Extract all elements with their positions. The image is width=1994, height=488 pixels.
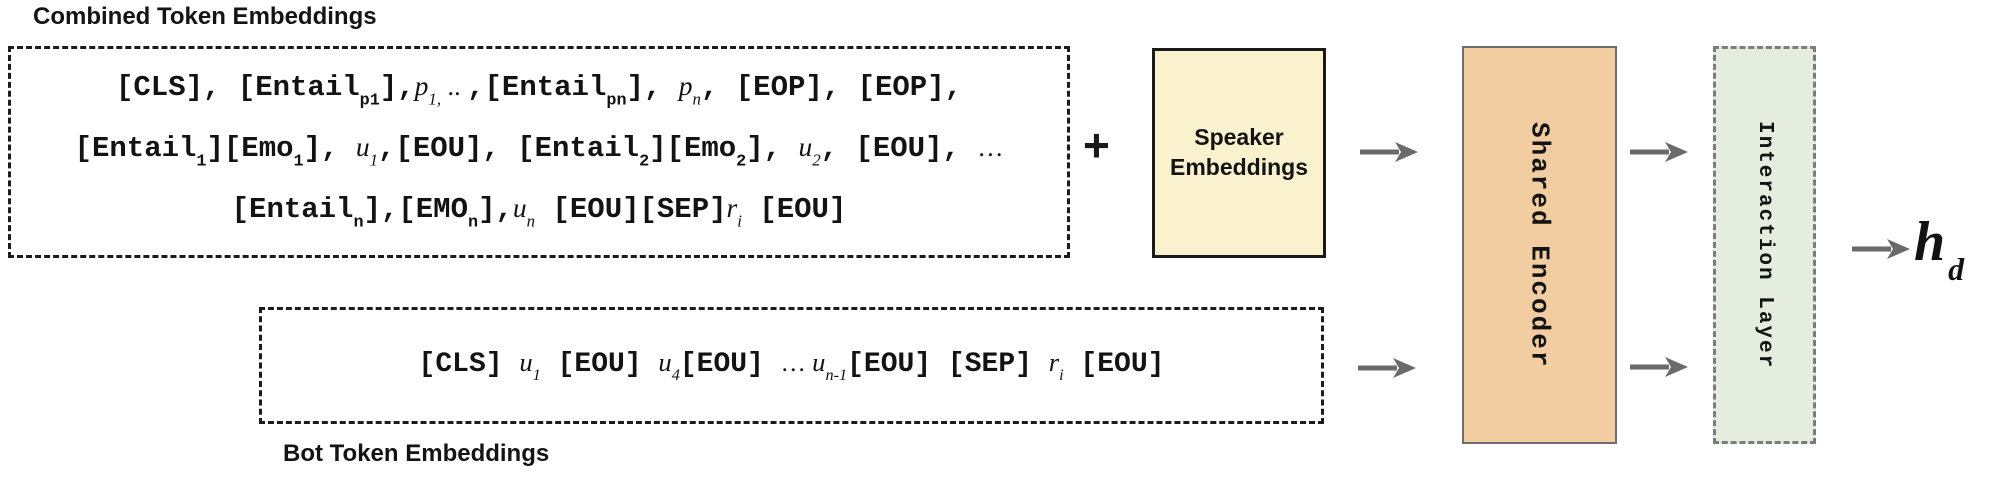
arrow-right-icon [1360, 139, 1418, 165]
output-subscript: d [1948, 251, 1965, 287]
arrow-right-icon [1630, 139, 1688, 165]
combined-token-embeddings-box: [CLS], [Entailp1],p1, .. ,[Entailpn], pn… [8, 46, 1070, 258]
shared-encoder-box: Shared Encoder [1462, 46, 1617, 444]
bot-token-embeddings-box: [CLS] u1 [EOU] u4[EOU] … un-1[EOU] [SEP]… [259, 307, 1324, 424]
combined-token-embeddings-label: Combined Token Embeddings [33, 3, 377, 30]
token-line-3: [Entailn],[EMOn],un [EOU][SEP]ri [EOU] [231, 191, 847, 233]
plus-sign: + [1083, 119, 1110, 171]
output-variable: h [1914, 211, 1946, 273]
arrow-right-icon [1630, 354, 1688, 380]
speaker-embeddings-box: Speaker Embeddings [1152, 48, 1326, 258]
token-line-2: [Entail1][Emo1], u1,[EOU], [Entail2][Emo… [74, 130, 1004, 172]
bot-token-embeddings-label: Bot Token Embeddings [283, 440, 550, 467]
output-hd: hd [1914, 210, 1964, 287]
bot-token-line: [CLS] u1 [EOU] u4[EOU] … un-1[EOU] [SEP]… [418, 346, 1165, 384]
arrow-right-icon [1358, 355, 1416, 381]
token-line-1: [CLS], [Entailp1],p1, .. ,[Entailpn], pn… [116, 69, 962, 111]
arrow-right-icon [1852, 236, 1910, 262]
interaction-layer-box: Interaction Layer [1713, 46, 1816, 444]
